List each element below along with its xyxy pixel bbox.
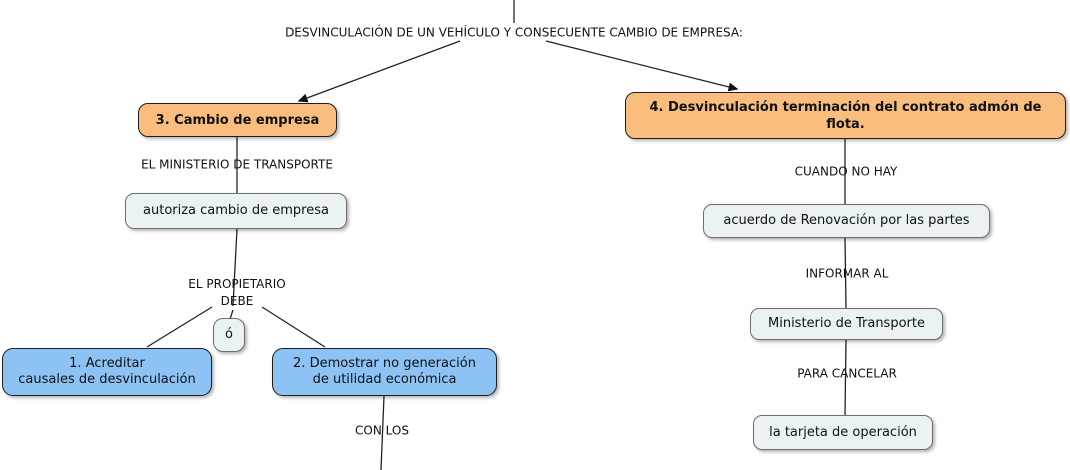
connector-debe-to-o <box>229 309 234 320</box>
node-desvinculacion-terminacion[interactable]: 4. Desvinculación terminación del contra… <box>625 92 1066 139</box>
node-o-connector[interactable]: ó <box>213 318 245 352</box>
connector-title-to-cambio <box>297 40 461 103</box>
linking-phrase-con-los: CON LOS <box>355 423 409 438</box>
connector-debe-to-acreditar <box>146 306 213 348</box>
node-demostrar-line2: de utilidad económica <box>312 372 457 387</box>
connector-demostrar-to-conlos <box>380 395 385 470</box>
linking-phrase-informar-al: INFORMAR AL <box>805 266 889 281</box>
connector-ministerio-to-tarjeta <box>844 339 847 416</box>
node-ministerio-de-transporte[interactable]: Ministerio de Transporte <box>750 308 943 340</box>
node-autoriza-cambio-de-empresa[interactable]: autoriza cambio de empresa <box>125 193 347 229</box>
linking-phrase-cuando-no-hay: CUANDO NO HAY <box>794 164 898 179</box>
node-demostrar-no-generacion[interactable]: 2. Demostrar no generación de utilidad e… <box>272 348 497 396</box>
node-tarjeta-de-operacion[interactable]: la tarjeta de operación <box>753 415 933 450</box>
node-demostrar-line1: 2. Demostrar no generación <box>293 356 476 371</box>
node-cambio-de-empresa[interactable]: 3. Cambio de empresa <box>138 103 337 137</box>
node-acreditar-line1: 1. Acreditar <box>69 356 145 371</box>
map-title: DESVINCULACIÓN DE UN VEHÍCULO Y CONSECUE… <box>285 25 743 40</box>
linking-phrase-para-cancelar: PARA CANCELAR <box>797 366 897 381</box>
node-acreditar-line2: causales de desvinculación <box>18 372 196 387</box>
connector-debe-to-demostrar <box>261 306 326 348</box>
linking-phrase-el-ministerio-de-transporte: EL MINISTERIO DE TRANSPORTE <box>141 157 333 172</box>
connector-autoriza-to-debe <box>232 228 238 307</box>
node-acuerdo-de-renovacion[interactable]: acuerdo de Renovación por las partes <box>703 204 990 238</box>
connector-title-to-desvinculacion <box>545 40 739 92</box>
connector-acuerdo-to-ministerio <box>844 237 847 309</box>
node-acreditar-causales[interactable]: 1. Acreditar causales de desvinculación <box>2 348 212 396</box>
linking-phrase-el-propietario-debe: EL PROPIETARIO DEBE <box>188 277 286 308</box>
